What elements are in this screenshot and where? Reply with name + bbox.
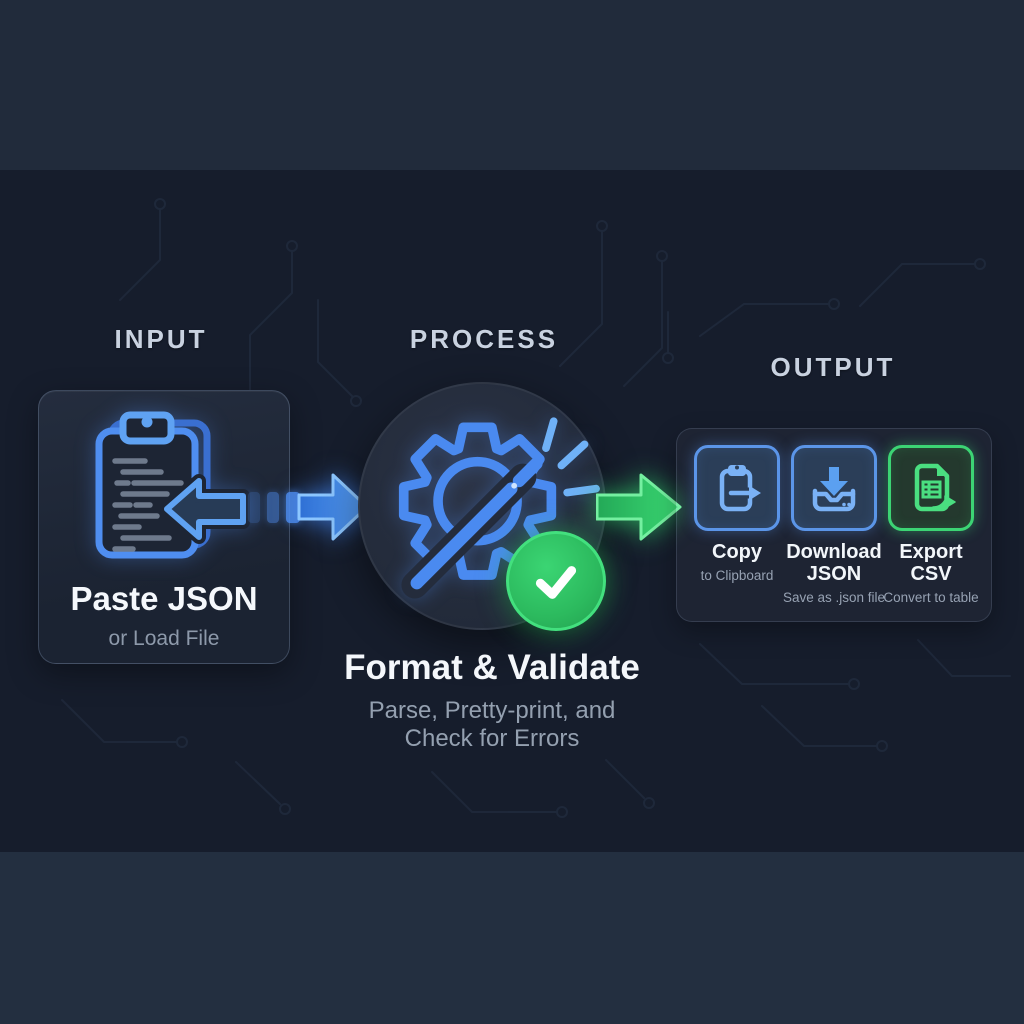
process-circle [358, 382, 606, 630]
copy-clipboard-icon [719, 465, 761, 512]
output-option-export: Export CSV Convert to table [883, 445, 979, 621]
process-text-block: Format & Validate Parse, Pretty-print, a… [322, 648, 662, 753]
paste-json-dropzone[interactable]: Paste JSON or Load File [38, 390, 290, 664]
download-json-sublabel: Save as .json file [782, 590, 886, 605]
export-csv-label: Export CSV [899, 541, 963, 585]
process-heading: PROCESS [409, 324, 559, 354]
copy-button[interactable] [694, 445, 780, 531]
process-subtitle-line1: Parse, Pretty-print, and [368, 697, 616, 724]
export-csv-sublabel: Convert to table [883, 590, 979, 605]
output-heading: OUTPUT [770, 352, 896, 382]
gear-wand-icon [376, 400, 608, 617]
input-title: Paste JSON [70, 580, 258, 617]
process-title: Format & Validate [344, 648, 640, 687]
top-band [0, 0, 1024, 170]
copy-sublabel: to Clipboard [700, 568, 774, 583]
output-panel: Copy to Clipboard Download JSON Save as … [676, 428, 992, 622]
download-tray-icon [812, 467, 856, 512]
download-json-label: Download JSON [786, 541, 882, 585]
check-icon [506, 531, 606, 631]
flow-arrow-blue-icon [297, 473, 369, 541]
bottom-band [0, 852, 1024, 1024]
input-heading: INPUT [114, 324, 208, 354]
output-option-download: Download JSON Save as .json file [782, 445, 886, 621]
export-csv-button[interactable] [888, 445, 974, 531]
export-csv-icon [914, 463, 956, 512]
process-subtitle-line2: Check for Errors [404, 725, 580, 752]
flow-dashes [248, 492, 300, 523]
clipboard-paste-icon [71, 405, 257, 570]
copy-label: Copy [712, 541, 762, 563]
flow-arrow-green-icon [596, 473, 682, 541]
download-json-button[interactable] [791, 445, 877, 531]
output-option-copy: Copy to Clipboard [689, 445, 785, 621]
input-subtitle: or Load File [108, 627, 220, 650]
